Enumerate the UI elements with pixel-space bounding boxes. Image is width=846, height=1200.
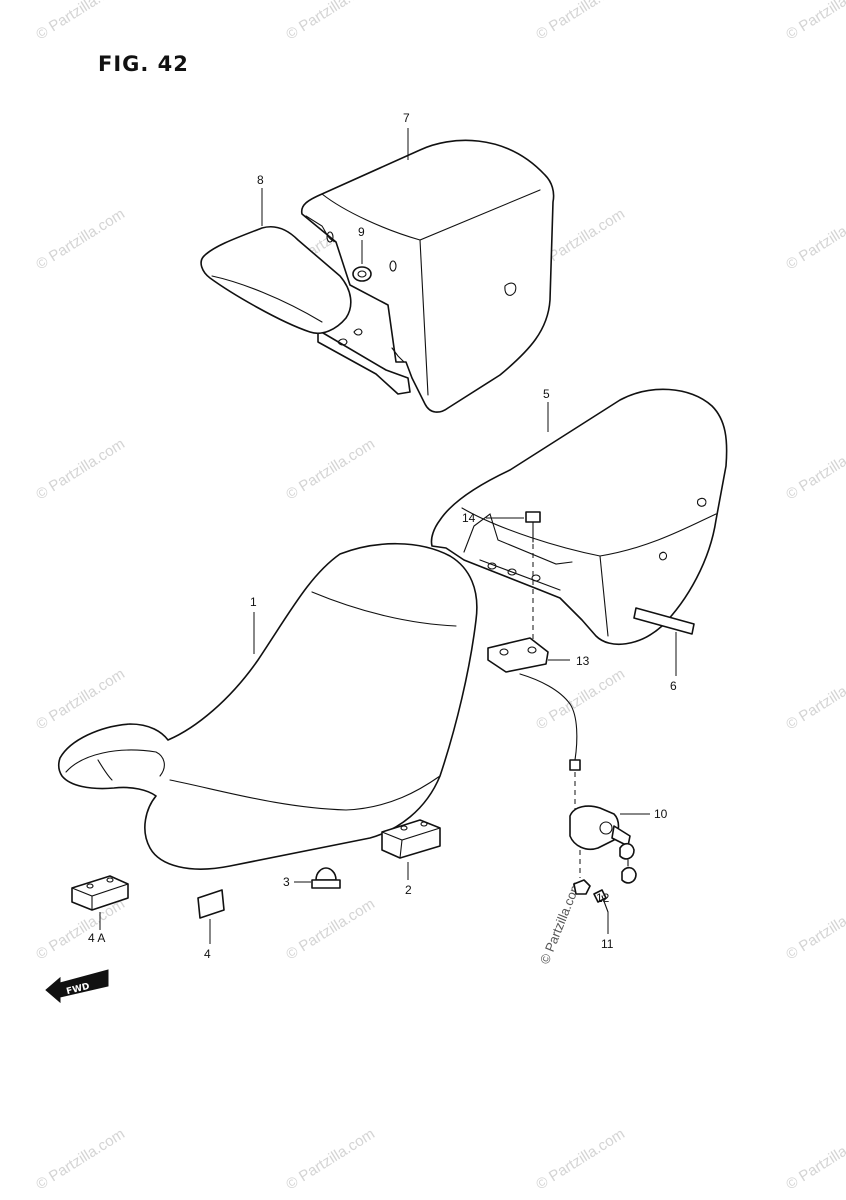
callout-13: 13 [576,654,590,668]
watermark: © Partzilla.com [33,435,128,503]
callout-4a: 4 A [88,931,105,945]
watermark: © Partzilla.com [33,1125,128,1193]
part-1-main-seat [57,542,478,870]
part-9-grommet [352,266,372,282]
watermark: © Partzilla.com [533,665,628,733]
callout-9: 9 [358,225,365,239]
callout-1: 1 [250,595,257,609]
figure-title: FIG. 42 [98,52,189,76]
part-4a-pad [71,875,129,930]
callout-4: 4 [204,947,211,961]
watermark: © Partzilla.com [33,205,128,273]
callout-10: 10 [654,807,668,821]
callout-11: 11 [601,937,614,951]
part-11-screw [593,889,609,934]
callout-14: 14 [462,511,476,525]
callout-12: 12 [596,891,610,905]
callout-7: 7 [403,111,410,125]
watermark: © Partzilla.com [783,665,846,733]
callout-5: 5 [543,387,550,401]
part-13-lock-bracket [487,637,581,810]
leader-lines [253,128,570,880]
watermark: © Partzilla.com [783,205,846,273]
watermark: © Partzilla.com [283,0,378,43]
part-14-bolt [525,511,541,650]
watermark: © Partzilla.com [533,0,628,43]
callout-labels: 1 2 3 4 4 A 5 6 7 8 9 10 11 12 13 14 [88,111,677,961]
part-12-nut [573,850,591,895]
watermark: © Partzilla.com [283,895,378,963]
part-2-rubber-block [381,819,441,859]
callout-2: 2 [405,883,412,897]
callout-6: 6 [670,679,677,693]
watermark: © Partzilla.com [783,895,846,963]
watermark: © Partzilla.com [33,665,128,733]
part-6-bracket [633,607,695,676]
callout-3: 3 [283,875,290,889]
watermark: © Partzilla.com [783,435,846,503]
watermark: © Partzilla.com [283,435,378,503]
part-3-cushion [294,867,341,889]
part-10-seat-lock [569,805,650,884]
part-7-seat-cowl [300,139,555,413]
watermark: © Partzilla.com [283,1125,378,1193]
part-8-tail-pad [200,225,352,334]
forward-arrow-icon: FWD [45,969,109,1004]
part-5-pillion-seat [430,388,728,645]
watermark: © Partzilla.com [33,0,128,43]
watermark: © Partzilla.com [783,1125,846,1193]
watermark: © Partzilla.com [783,0,846,43]
callout-8: 8 [257,173,264,187]
part-4-pad [197,889,225,944]
watermark: © Partzilla.com [533,1125,628,1193]
